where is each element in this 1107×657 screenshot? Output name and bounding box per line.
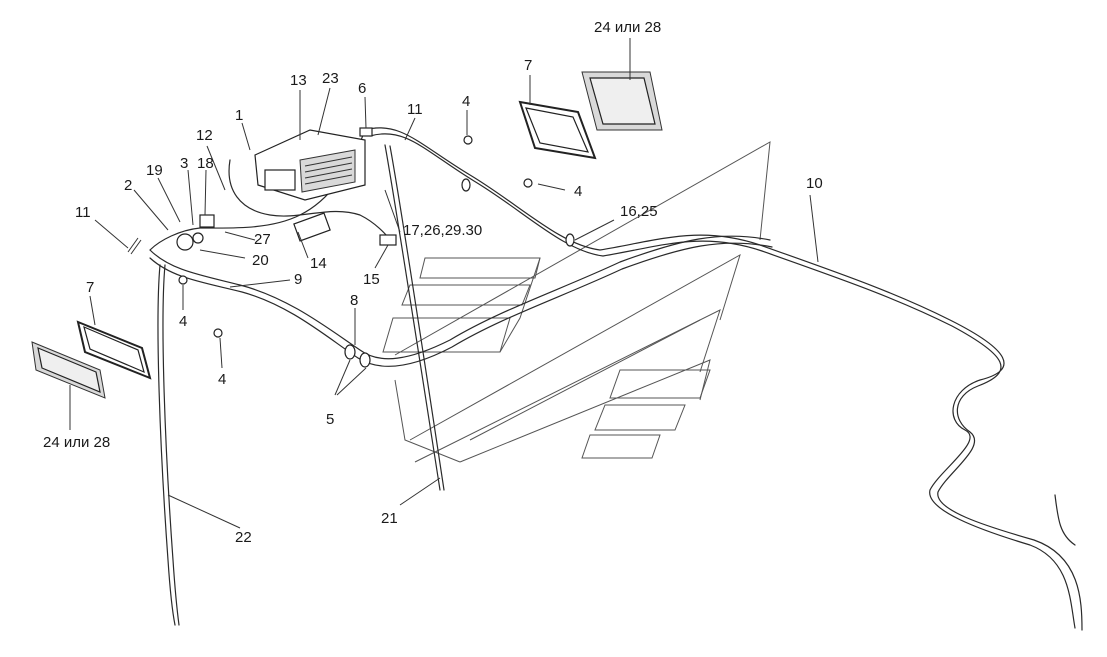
leader-lines — [69, 38, 819, 529]
label-23: 23 — [322, 70, 339, 87]
seal-left — [76, 320, 152, 380]
filter-left — [31, 341, 106, 399]
label-20: 20 — [252, 252, 269, 269]
label-6: 6 — [358, 80, 366, 97]
label-27: 27 — [254, 231, 271, 248]
label-4-mid: 4 — [179, 313, 187, 330]
label-7-top: 7 — [524, 57, 532, 74]
filter-top-right — [581, 71, 663, 131]
label-4-low: 4 — [218, 371, 226, 388]
label-18: 18 — [197, 155, 214, 172]
label-12: 12 — [196, 127, 213, 144]
label-3: 3 — [180, 155, 188, 172]
label-2: 2 — [124, 177, 132, 194]
label-7-left: 7 — [86, 279, 94, 296]
label-16-25: 16,25 — [620, 203, 658, 220]
tube-routing — [149, 127, 1083, 631]
label-9: 9 — [294, 271, 302, 288]
seal-top — [518, 100, 597, 160]
label-19: 19 — [146, 162, 163, 179]
cab-outline — [382, 141, 771, 463]
label-4-top: 4 — [462, 93, 470, 110]
label-21: 21 — [381, 510, 398, 527]
label-22: 22 — [235, 529, 252, 546]
label-24-28-left: 24 или 28 — [43, 434, 110, 451]
label-17-26-29-30: 17,26,29.30 — [403, 222, 482, 239]
label-24-28-top: 24 или 28 — [594, 19, 661, 36]
label-1: 1 — [235, 107, 243, 124]
label-11-top: 11 — [407, 101, 423, 118]
label-4-right: 4 — [574, 183, 582, 200]
label-10: 10 — [806, 175, 823, 192]
label-15: 15 — [363, 271, 380, 288]
label-8: 8 — [350, 292, 358, 309]
label-11-left: 11 — [75, 204, 91, 221]
label-14: 14 — [310, 255, 327, 272]
label-5: 5 — [326, 411, 334, 428]
callout-labels: 24 или 28 7 13 23 6 11 4 1 12 19 3 18 2 … — [43, 19, 823, 546]
heater-unit — [254, 129, 366, 201]
fittings — [127, 127, 575, 368]
label-13: 13 — [290, 72, 307, 89]
